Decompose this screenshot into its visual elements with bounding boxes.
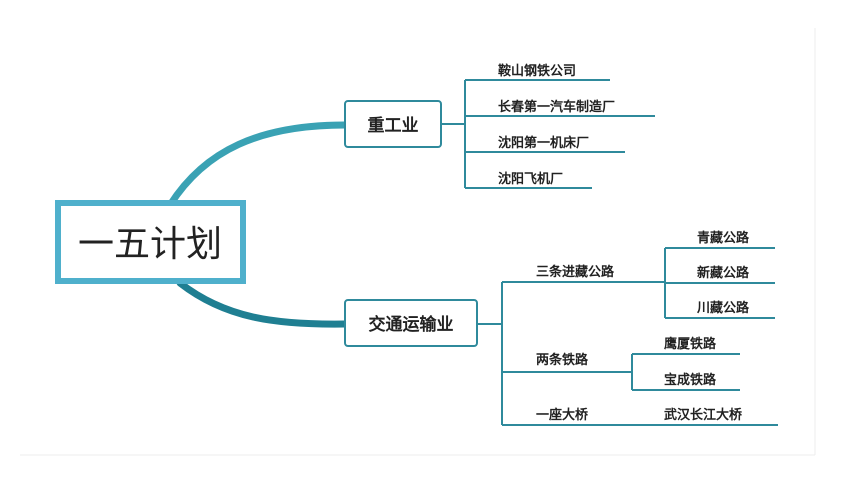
leaf-yingxia-railway: 鹰厦铁路 (664, 336, 717, 352)
sub-one-bridge: 一座大桥 (536, 407, 589, 423)
leaf-xinjiang-tibet-road: 新藏公路 (697, 265, 750, 281)
branch-transport: 交通运输业 (344, 299, 478, 347)
branch-label: 重工业 (368, 115, 419, 136)
leaf-shenyang-aircraft: 沈阳飞机厂 (498, 171, 563, 187)
branch-label: 交通运输业 (369, 314, 454, 335)
leaf-changchun-faw: 长春第一汽车制造厂 (498, 99, 615, 115)
leaf-qinghai-tibet-road: 青藏公路 (697, 230, 750, 246)
leaf-anshan-steel: 鞍山钢铁公司 (498, 63, 576, 79)
root-node: 一五计划 (55, 200, 246, 284)
sub-two-railways: 两条铁路 (536, 352, 589, 368)
leaf-baocheng-railway: 宝成铁路 (664, 372, 717, 388)
leaf-shenyang-machine-tool: 沈阳第一机床厂 (498, 135, 589, 151)
connector-root-transport (176, 279, 349, 328)
leaf-sichuan-tibet-road: 川藏公路 (696, 300, 750, 316)
root-label: 一五计划 (78, 224, 222, 265)
root-box (55, 200, 246, 284)
sub-tibet-roads: 三条进藏公路 (536, 264, 615, 280)
leaf-wuhan-yangtze-bridge: 武汉长江大桥 (664, 407, 743, 423)
branch-heavy-industry: 重工业 (344, 100, 442, 148)
heavy-industry-connectors (441, 79, 655, 189)
connector-root-heavy-industry (166, 121, 349, 209)
transport-connectors (477, 247, 778, 426)
